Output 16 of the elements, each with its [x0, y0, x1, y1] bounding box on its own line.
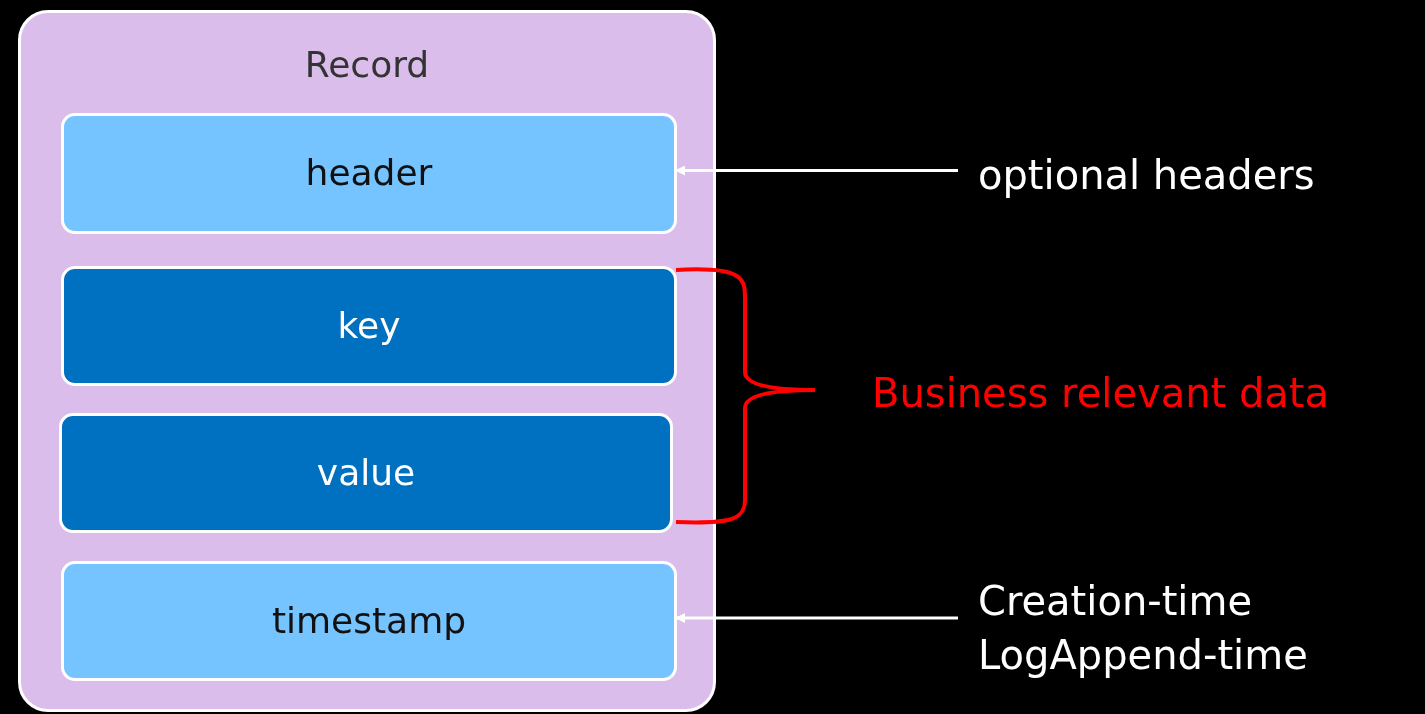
annotation-text: LogAppend-time [978, 631, 1308, 680]
annotation-text: Business relevant data [872, 370, 1330, 416]
field-box [59, 413, 673, 533]
annotation-text: optional headers [978, 151, 1315, 200]
container-box [18, 10, 716, 712]
field-box [61, 561, 677, 681]
field-label: key [337, 303, 401, 348]
field-label: value [316, 450, 416, 495]
field-label: header [305, 151, 433, 196]
container-title: Record [304, 43, 430, 87]
arrow [675, 613, 958, 623]
field-box [61, 113, 677, 234]
field-label: timestamp [271, 598, 467, 643]
arrow [675, 165, 958, 176]
field-box [61, 266, 677, 386]
annotation-text: Creation-time [978, 577, 1253, 626]
